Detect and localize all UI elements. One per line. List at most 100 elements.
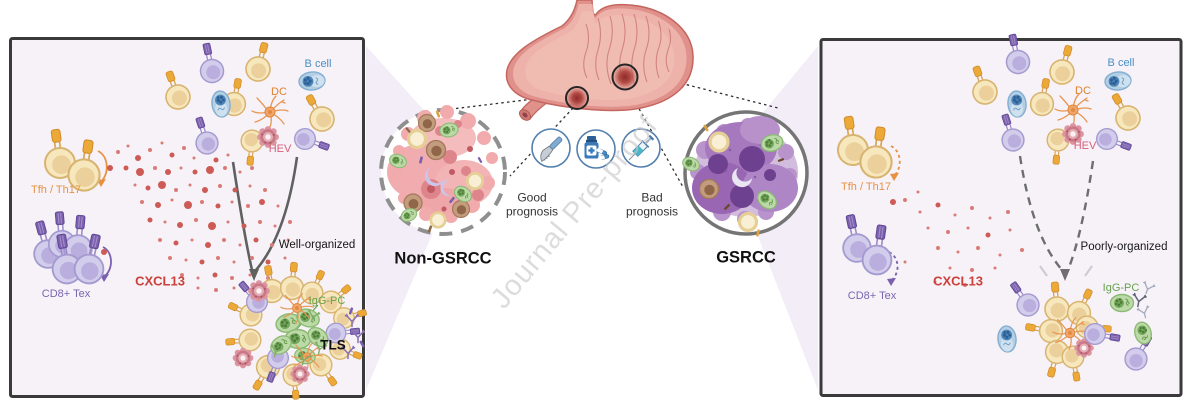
cxcl13-dot [133,183,137,187]
cxcl13-dot [135,155,141,161]
cxcl13-dot [238,243,242,247]
cxcl13-dot [956,250,960,254]
cxcl13-dot [226,220,230,224]
cxcl13-dot [190,238,194,242]
cxcl13-dot [970,206,974,210]
cxcl13-dot [276,204,280,208]
well-organized-label: Well-organized [278,239,356,251]
cxcl13-dot [223,166,227,170]
cxcl13-dot [935,202,941,208]
cxcl13-dot [288,220,292,224]
cxcl13-dot [232,187,238,193]
cxcl13-dot [196,276,200,280]
cxcl13-dot [116,150,120,154]
cd8-label-left: CD8+ Tex [41,288,91,300]
cxcl13-dot [177,222,183,228]
cxcl13-dot [194,218,198,222]
gsrcc-tumor [679,116,798,237]
cxcl13-dot [953,213,957,217]
cxcl13-dot [263,188,267,192]
b-cell-label-right: B cell [1107,57,1135,69]
hev-icon [290,364,310,384]
cxcl13-label-right: CXCL13 [933,273,983,289]
cxcl13-dot [238,170,242,174]
cxcl13-dot [916,190,920,194]
hev-icon [232,347,254,369]
scalpel-icon [531,128,571,168]
left-panel-box [9,37,365,398]
cxcl13-dot [174,188,178,192]
tls-label: TLS [320,337,346,353]
cxcl13-dot [250,166,254,170]
medication-icon [576,129,616,169]
cxcl13-dot [993,266,997,270]
non-gsrcc-tumor [387,105,498,233]
cxcl13-dot [270,243,274,247]
cxcl13-dot [258,220,262,224]
cxcl13-dot [259,199,265,205]
cxcl13-dot [165,169,171,175]
cycle-arrows [97,145,901,286]
cxcl13-dot [216,256,220,260]
cxcl13-dot [160,141,164,145]
cxcl13-dot [192,169,198,175]
cxcl13-dot [248,273,252,277]
b-cell-label-left: B cell [304,58,332,70]
cxcl13-dot [286,238,290,242]
cxcl13-dot [241,223,247,229]
cxcl13-dot [147,217,153,223]
cxcl13-dot [158,238,162,242]
cxcl13-dot [215,203,221,209]
cxcl13-dot [208,222,216,230]
cxcl13-dot [188,183,192,187]
cxcl13-dot [148,148,152,152]
stomach-illustration [505,0,694,121]
cxcl13-dot [998,253,1002,257]
cxcl13-dot [265,259,271,265]
cxcl13-dot [200,200,204,204]
hev-label-right: HEV [1073,140,1097,152]
cxcl13-dot [213,157,219,163]
cxcl13-dot [222,238,226,242]
cxcl13-dot [1008,228,1012,232]
cxcl13-dot [988,216,992,220]
cxcl13-dot [1020,248,1024,252]
bad-prognosis-label: Bad prognosis [625,190,679,219]
cxcl13-dot [976,246,980,250]
plasma-cell-icon [1109,293,1135,313]
cxcl13-dot [136,168,144,176]
cxcl13-dot [232,286,236,290]
cxcl13-dot [214,288,218,292]
cxcl13-dot [933,280,937,284]
cxcl13-dot [145,185,151,191]
cxcl13-dot [182,146,186,150]
cxcl13-dot [903,260,907,264]
igg-pc-label-right: IgG-PC [1102,282,1140,294]
cxcl13-dot [970,268,974,272]
dc-label-left: DC [271,86,287,98]
cxcl13-dot [936,246,940,250]
cxcl13-dot [158,181,166,189]
cxcl13-label-left: CXCL13 [135,273,185,289]
cxcl13-dot [153,166,157,170]
cxcl13-dot [202,187,208,193]
cxcl13-dot [248,184,252,188]
cxcl13-dot [205,242,211,248]
cxcl13-dot [126,144,130,148]
good-prognosis-label: Good prognosis [505,190,559,219]
right-panel-box [819,38,1183,397]
non-gsrcc-label: Non-GSRCC [394,249,492,268]
syringe-icon [621,128,661,168]
cxcl13-dot [230,200,234,204]
cxcl13-dot [946,230,950,234]
cxcl13-dot [948,266,952,270]
cxcl13-dot [966,226,970,230]
cxcl13-dot [184,258,188,262]
cxcl13-dot [101,249,107,255]
treatment-icons [531,128,661,169]
dc-label-right: DC [1075,85,1091,97]
cxcl13-dot [169,152,175,158]
cxcl13-dot [926,226,930,230]
gsrcc-label: GSRCC [716,248,776,267]
